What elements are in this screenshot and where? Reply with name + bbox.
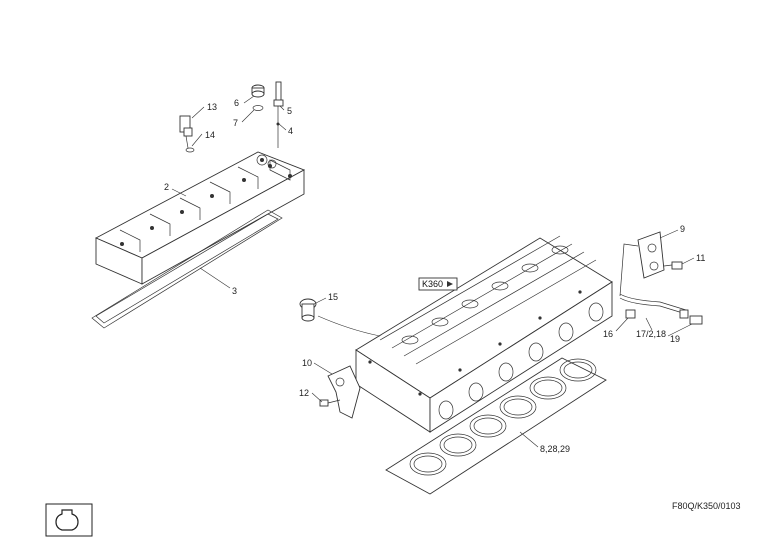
callout-2: 2 <box>164 182 169 192</box>
valve-cover-gasket[interactable] <box>91 209 283 329</box>
lifting-bracket-rear[interactable] <box>619 231 665 297</box>
drawing-code: F80Q/K350/0103 <box>672 501 741 511</box>
callout-19: 19 <box>670 334 680 344</box>
sensor[interactable] <box>179 115 193 149</box>
callout-8-28-29: 8,28,29 <box>540 444 570 454</box>
callout-16: 16 <box>603 329 613 339</box>
lifting-bracket-front[interactable] <box>327 365 361 419</box>
bracket-screw-front[interactable] <box>319 399 341 407</box>
fuel-pipe[interactable] <box>619 293 687 315</box>
callout-3: 3 <box>232 286 237 296</box>
cylinder-head-gasket[interactable] <box>385 357 607 495</box>
pipe-fitting-right[interactable] <box>679 309 703 325</box>
seal-ring[interactable] <box>252 105 264 111</box>
cylinder-head[interactable] <box>355 235 613 433</box>
callout-10: 10 <box>302 358 312 368</box>
reference-box-label: K360 <box>422 279 443 289</box>
oil-filler-cap[interactable] <box>251 84 265 98</box>
callout-14: 14 <box>205 130 215 140</box>
valve-cover[interactable] <box>94 151 306 285</box>
bracket-screw-rear[interactable] <box>663 261 683 270</box>
reference-box[interactable]: K360 <box>418 277 458 291</box>
breather-stud[interactable] <box>273 81 284 148</box>
callout-17-2-18: 17/2,18 <box>636 329 666 339</box>
callout-6: 6 <box>234 98 239 108</box>
callout-13: 13 <box>207 102 217 112</box>
callout-12: 12 <box>299 388 309 398</box>
plug[interactable] <box>299 298 317 322</box>
callout-15: 15 <box>328 292 338 302</box>
engine-block-outline-icon[interactable] <box>45 503 93 537</box>
o-ring[interactable] <box>185 147 195 153</box>
callout-9: 9 <box>680 224 685 234</box>
callout-11: 11 <box>696 253 705 263</box>
callout-4: 4 <box>288 126 293 136</box>
callout-5: 5 <box>287 106 292 116</box>
callout-7: 7 <box>233 118 238 128</box>
pipe-fitting-left[interactable] <box>625 309 636 319</box>
